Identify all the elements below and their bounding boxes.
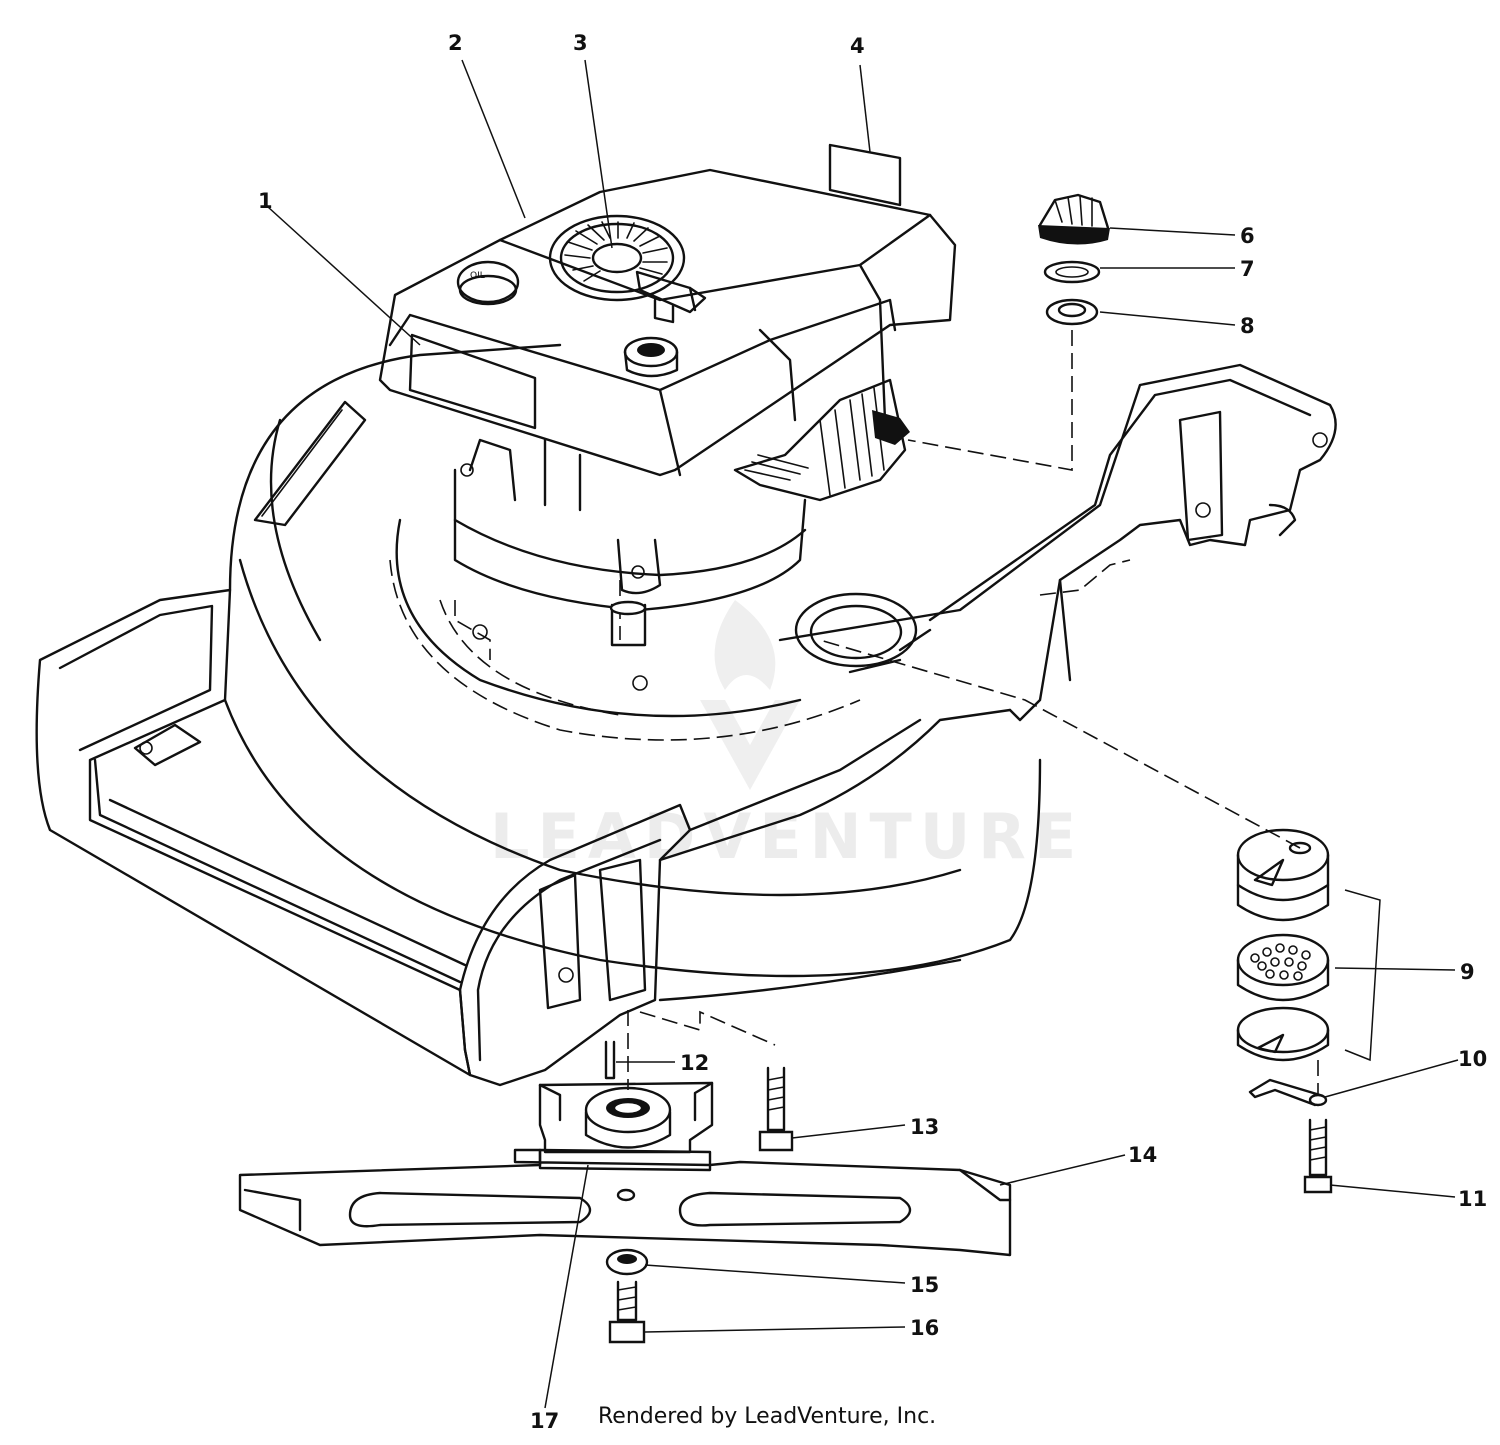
starter-ribs [564,221,668,282]
callout-11: 11 [1458,1187,1487,1211]
callout-15: 15 [910,1273,939,1297]
callout-16: 16 [910,1316,939,1340]
muffler-holes [1250,943,1311,981]
handle-bracket-right [778,363,1337,722]
mower-deck [35,343,1042,1077]
blade-assembly [238,1010,1012,1344]
credit-text: Rendered by LeadVenture, Inc. [598,1404,937,1429]
cylinder-fins [733,378,910,502]
engine: OIL [378,168,957,647]
watermark: LEADVENTURE [490,600,1084,873]
callout-12: 12 [680,1051,709,1075]
callout-9: 9 [1460,960,1475,984]
watermark-text: LEADVENTURE [490,800,1084,873]
callout-6: 6 [1240,224,1255,248]
callout-1: 1 [258,189,273,213]
callout-2: 2 [448,31,463,55]
part-9-muffler [819,639,1381,1194]
callout-4: 4 [850,34,865,58]
part-6-7-8-stack [907,193,1110,471]
callout-3: 3 [573,31,588,55]
callout-8: 8 [1240,314,1255,338]
callout-13: 13 [910,1115,939,1139]
callout-labels: 1 2 3 4 6 7 8 9 10 11 12 13 14 15 16 17 [258,31,1487,1433]
callout-14: 14 [1128,1143,1157,1167]
oil-cap-label: OIL [470,271,485,281]
part-4-decal [828,143,902,207]
callout-17: 17 [530,1409,559,1433]
callout-10: 10 [1458,1047,1487,1071]
handle-bracket-front [458,708,1012,1087]
callout-7: 7 [1240,257,1255,281]
leader-lines [267,59,1459,1409]
